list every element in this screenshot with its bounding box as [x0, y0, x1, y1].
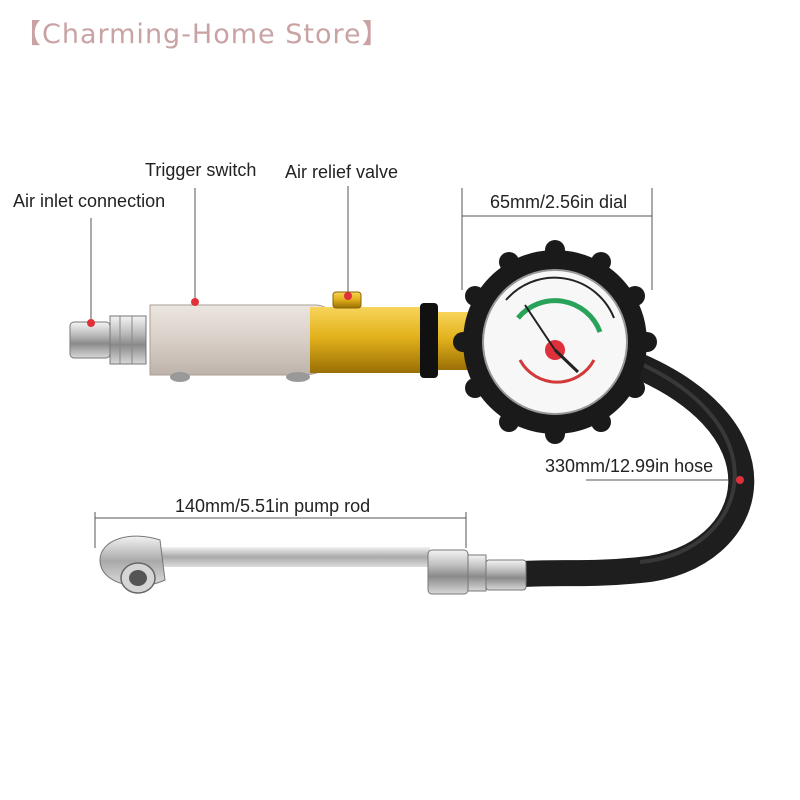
callout-lines [90, 186, 740, 548]
pressure-gauge [453, 240, 657, 444]
store-name: 【Charming-Home Store】 [14, 19, 390, 50]
label-hose: 330mm/12.99in hose [545, 456, 714, 476]
label-pump-rod: 140mm/5.51in pump rod [175, 496, 371, 516]
air-inlet-connector [69, 315, 147, 365]
callout-markers [87, 292, 744, 484]
label-air-relief-valve: Air relief valve [285, 162, 399, 182]
trigger-handle [149, 304, 337, 382]
label-air-inlet-connection: Air inlet connection [13, 191, 166, 211]
label-dial: 65mm/2.56in dial [490, 192, 628, 212]
brass-body [310, 291, 468, 378]
pump-rod [99, 535, 527, 595]
label-trigger-switch: Trigger switch [145, 160, 257, 180]
